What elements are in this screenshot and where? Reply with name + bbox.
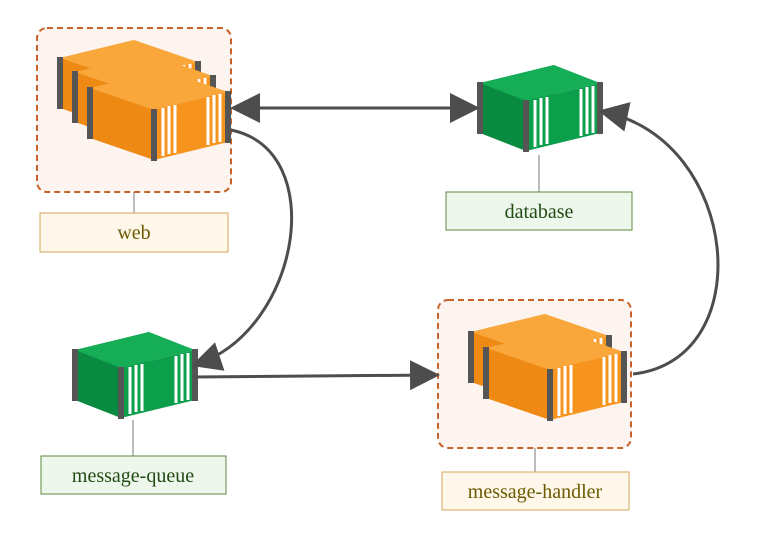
message-handler-label: message-handler <box>468 481 603 503</box>
message-queue-label: message-queue <box>72 465 194 487</box>
message-queue-container-icon <box>70 330 200 421</box>
database-label: database <box>505 201 574 223</box>
database-container-icon <box>475 63 605 154</box>
web-label: web <box>117 222 150 244</box>
message-queue-label-box <box>40 455 227 495</box>
web-label-box <box>39 212 229 253</box>
message-queue-node: message-queue <box>40 330 227 495</box>
web-node: web <box>36 27 233 253</box>
edge-message-queue-message-handler <box>192 360 440 391</box>
database-label-box <box>445 191 633 231</box>
database-node: database <box>445 63 633 231</box>
message-handler-node: message-handler <box>437 299 632 511</box>
message-handler-label-box <box>441 471 630 511</box>
edge-web-message-queue <box>191 128 293 371</box>
edge-message-handler-database <box>598 102 720 376</box>
